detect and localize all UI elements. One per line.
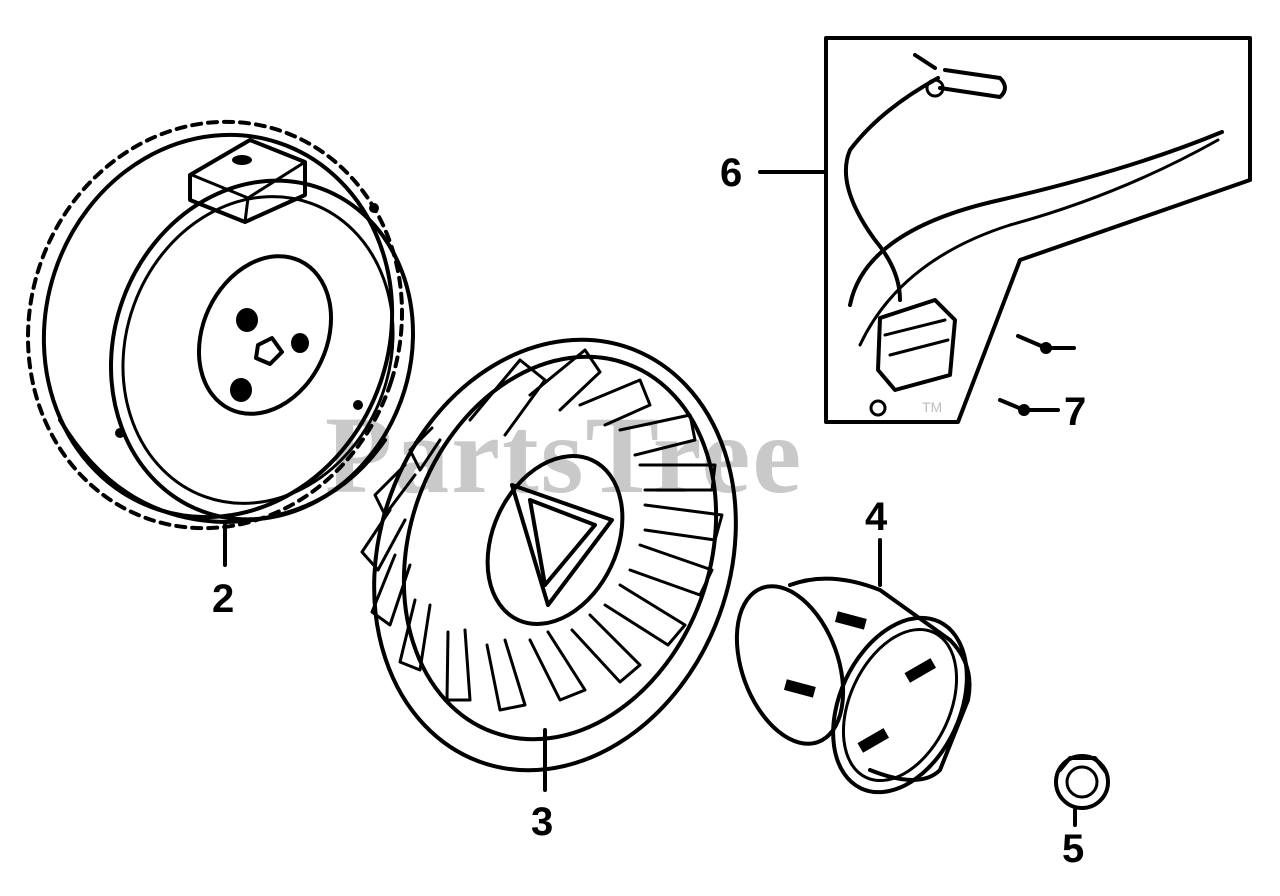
cooling-fan-part[interactable] (315, 288, 794, 821)
callout-fan[interactable]: 3 (531, 800, 553, 844)
coil-bolts-part[interactable] (998, 334, 1076, 416)
callout-cup[interactable]: 4 (865, 495, 888, 539)
watermark-trademark: TM (922, 399, 942, 415)
starter-cup-part[interactable] (717, 538, 993, 814)
callout-flywheel[interactable]: 2 (212, 577, 234, 621)
callout-bolt[interactable]: 7 (1064, 390, 1086, 434)
flywheel-part[interactable] (0, 73, 460, 577)
callout-ignition-coil[interactable]: 6 (720, 151, 742, 195)
ignition-coil-part[interactable] (758, 36, 1252, 424)
callout-nut[interactable]: 5 (1062, 827, 1084, 871)
flywheel-nut-part[interactable] (1054, 754, 1110, 827)
